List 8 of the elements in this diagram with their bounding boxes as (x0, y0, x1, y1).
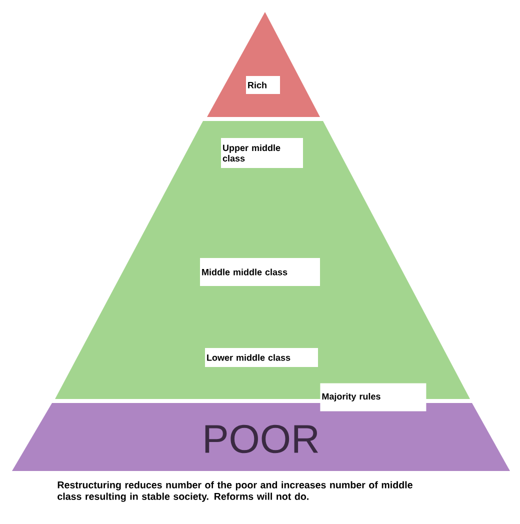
caption: Restructuring reduces number of the poor and increases number of middle class resulting in stable society. Reforms will not do. (58, 481, 412, 502)
label-box: Upper middle class (221, 138, 303, 168)
label-box: Majority rules (320, 383, 426, 412)
label-box: Lower middle class (205, 348, 318, 367)
label-box: Rich (246, 76, 280, 94)
poor-band: POOR (12, 403, 510, 471)
rich-band (207, 12, 320, 117)
label-box: Middle middle class (200, 258, 320, 286)
